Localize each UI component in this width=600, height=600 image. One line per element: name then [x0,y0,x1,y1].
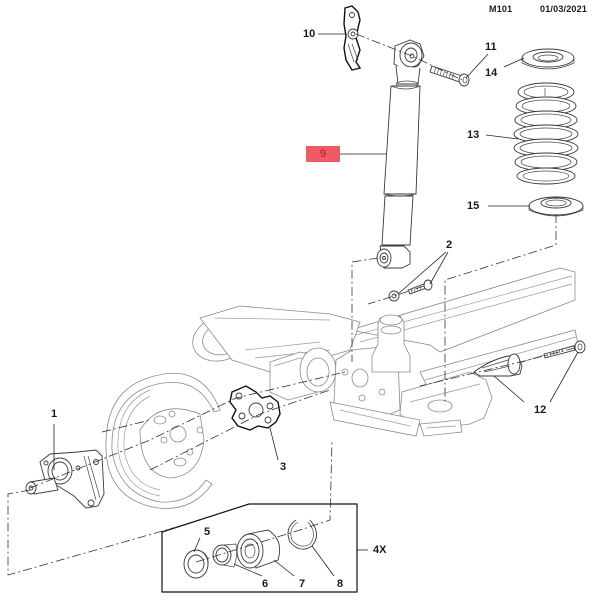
callout-9-highlighted[interactable]: 9 [306,146,340,162]
callout-7[interactable]: 7 [299,578,306,590]
lower-spring-seat[interactable] [528,196,584,217]
bump-stop-and-bolt[interactable] [473,340,586,377]
circlip[interactable] [287,519,317,550]
callout-2[interactable]: 2 [446,239,453,251]
callout-13[interactable]: 13 [467,129,480,141]
brake-backing-plate [105,372,221,509]
brake-backing-bracket[interactable] [229,385,281,431]
kit-outline [161,503,358,593]
coil-spring[interactable] [513,82,579,185]
upper-spring-seat[interactable] [521,48,575,70]
rear-axle-beam [192,267,579,437]
bushing-kit [161,503,358,593]
callout-5[interactable]: 5 [204,526,211,538]
bushing-inner-sleeve[interactable] [212,543,238,568]
callout-8[interactable]: 8 [337,578,344,590]
bushing-washer[interactable] [183,549,209,579]
callout-1[interactable]: 1 [51,408,58,420]
callout-15[interactable]: 15 [467,200,480,212]
diagram-code: M101 [489,4,513,14]
callout-10[interactable]: 10 [303,28,316,40]
upper-shock-bolt[interactable] [429,65,470,87]
callout-12[interactable]: 12 [534,404,547,416]
bushing[interactable] [236,529,281,569]
callout-6[interactable]: 6 [262,578,269,590]
callout-14[interactable]: 14 [485,67,498,79]
callout-11[interactable]: 11 [485,41,497,53]
leader-lines [53,33,579,577]
diagram-date: 01/03/2021 [540,4,588,14]
wheel-hub-bearing[interactable] [25,449,105,509]
callout-3[interactable]: 3 [280,461,287,473]
callout-4x-quantity: 4X [373,544,387,556]
assembly-axes [7,33,576,576]
upper-mount-bracket[interactable] [343,5,362,71]
